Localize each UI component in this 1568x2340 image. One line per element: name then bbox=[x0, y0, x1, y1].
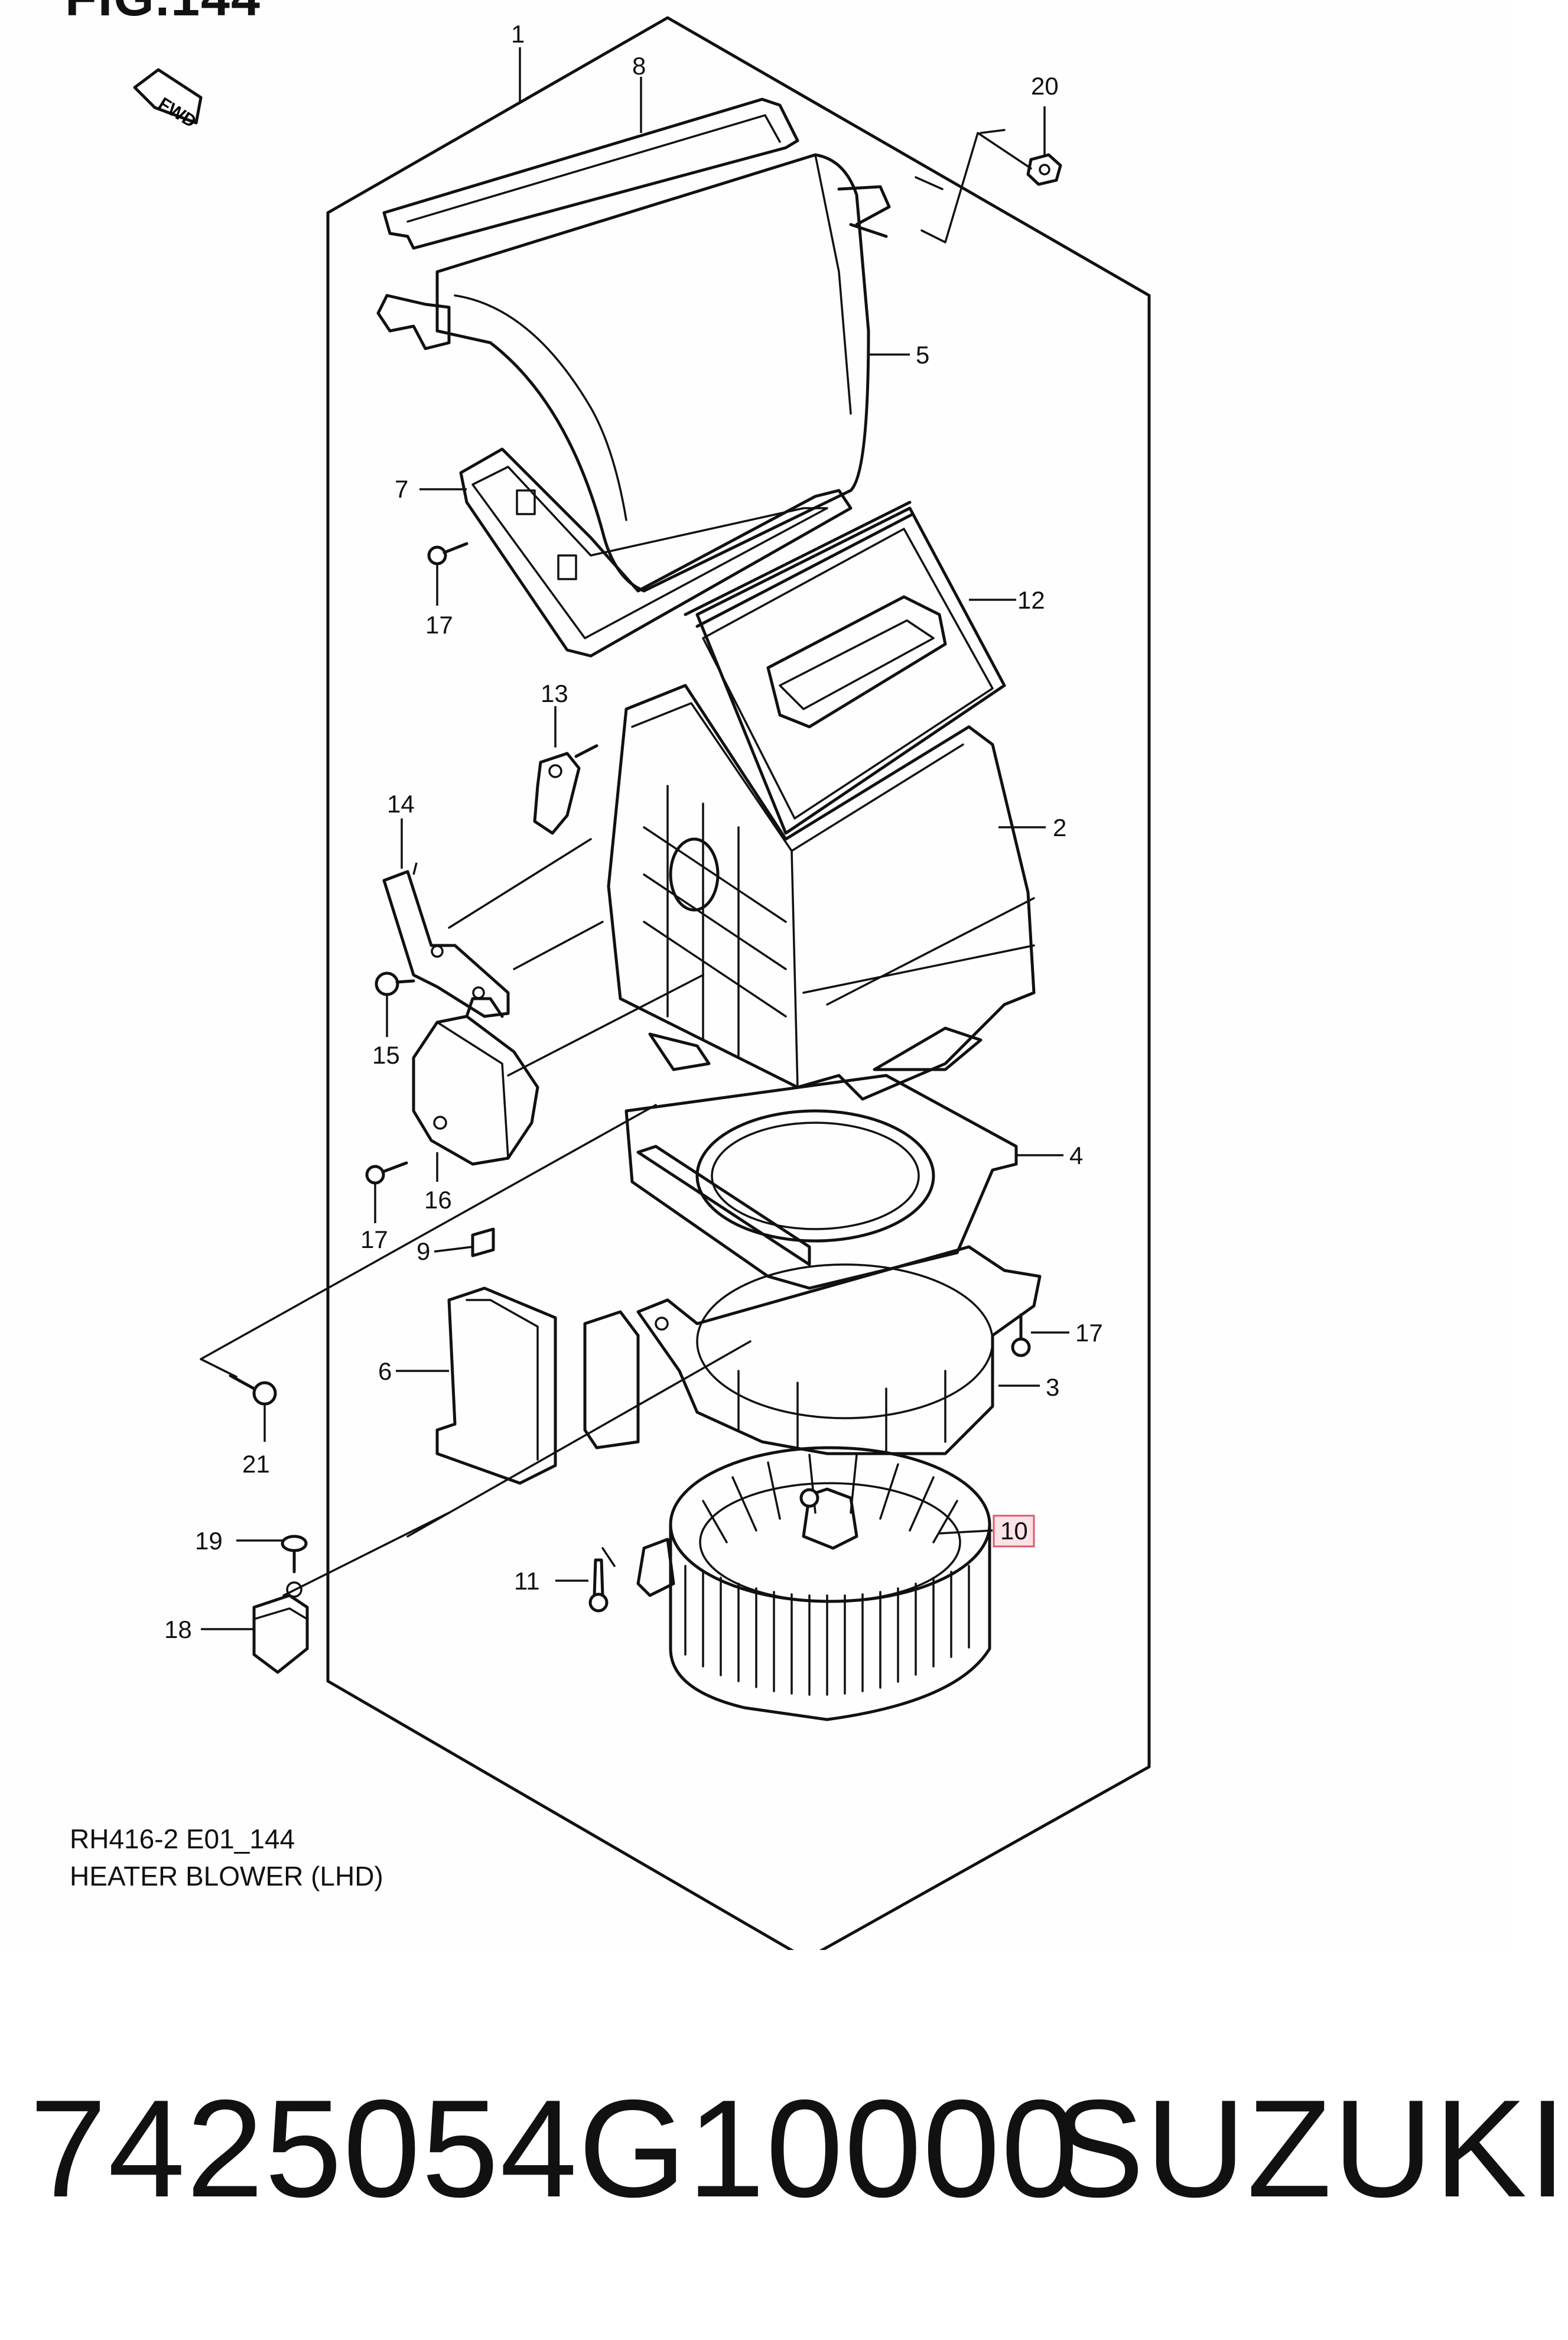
figure-code: RH416-2 E01_144 bbox=[70, 1824, 295, 1854]
diagram-canvas: FIG.144 FWD bbox=[65, 0, 1151, 1961]
brand-name: SUZUKI bbox=[1052, 2071, 1568, 2226]
exploded-parts-diagram: FWD bbox=[133, 16, 1151, 1961]
callout-17-b: 17 bbox=[360, 1226, 388, 1253]
callout-10: 10 bbox=[1000, 1517, 1028, 1545]
callout-16: 16 bbox=[424, 1186, 452, 1214]
callout-12: 12 bbox=[1017, 586, 1045, 614]
part-18-resistor bbox=[201, 1581, 309, 1674]
callout-leaders bbox=[386, 47, 1063, 1535]
assembly-outline bbox=[326, 16, 1151, 1961]
callout-15: 15 bbox=[372, 1041, 400, 1069]
callout-11: 11 bbox=[514, 1567, 540, 1595]
part-number: 7425054G10000 bbox=[30, 2071, 1080, 2226]
part-2-heater-case bbox=[607, 684, 1036, 1101]
callout-5: 5 bbox=[916, 341, 929, 369]
callout-13: 13 bbox=[541, 680, 568, 707]
callout-1: 1 bbox=[511, 20, 525, 48]
callout-17-c: 17 bbox=[1075, 1319, 1103, 1347]
listing-band bbox=[0, 1950, 1507, 2340]
part-16-actuator bbox=[412, 997, 539, 1166]
part-12-evaporator-core bbox=[684, 500, 1006, 835]
part-7-gasket bbox=[459, 447, 853, 658]
figure-title: FIG.144 bbox=[65, 0, 261, 28]
callout-3: 3 bbox=[1046, 1373, 1059, 1401]
callout-14: 14 bbox=[387, 790, 415, 818]
callout-9: 9 bbox=[417, 1237, 430, 1265]
callout-21: 21 bbox=[242, 1450, 270, 1478]
part-10-blower-motor bbox=[636, 1446, 991, 1721]
part-8-filter-frame bbox=[376, 98, 799, 350]
callout-2: 2 bbox=[1053, 814, 1066, 841]
callout-7: 7 bbox=[395, 475, 408, 503]
part-17-screw-b bbox=[365, 1161, 408, 1223]
part-15-clip bbox=[375, 971, 415, 996]
part-17-screw-a bbox=[427, 542, 469, 606]
part-21-bolt bbox=[229, 1374, 277, 1442]
part-19-screw bbox=[236, 1535, 308, 1574]
part-6-bracket bbox=[435, 1286, 640, 1485]
part-9-clip bbox=[434, 1227, 495, 1257]
part-11-screw bbox=[555, 1558, 609, 1613]
callout-18: 18 bbox=[164, 1616, 192, 1643]
figure-name: HEATER BLOWER (LHD) bbox=[70, 1861, 383, 1892]
part-3-blower-case-lower bbox=[636, 1245, 1042, 1455]
fwd-arrow-icon: FWD bbox=[133, 68, 203, 132]
part-17-screw-c bbox=[1011, 1313, 1069, 1357]
part-20-nut bbox=[1026, 106, 1062, 186]
callout-19: 19 bbox=[195, 1527, 223, 1555]
part-14-link bbox=[382, 862, 510, 1018]
callout-8: 8 bbox=[632, 52, 646, 80]
part-13-lever bbox=[533, 744, 598, 835]
callout-10-highlight bbox=[993, 1514, 1035, 1548]
callout-17-a: 17 bbox=[425, 611, 453, 639]
callout-20: 20 bbox=[1031, 72, 1059, 100]
callout-4: 4 bbox=[1069, 1142, 1083, 1169]
part-4-blower-case-upper bbox=[624, 1074, 1018, 1290]
assembly-lines bbox=[200, 129, 1032, 1597]
callout-6: 6 bbox=[378, 1357, 392, 1385]
